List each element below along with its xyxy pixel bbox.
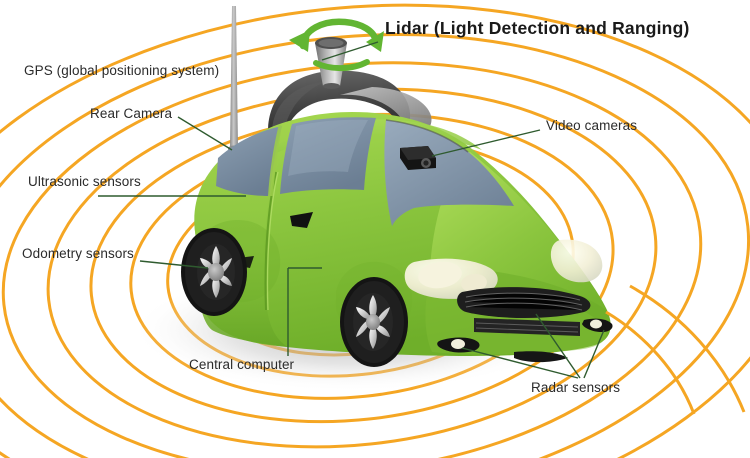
leader-radar-3 — [583, 329, 605, 379]
sensor-wave-rings-front — [605, 284, 746, 415]
leader-odometry — [139, 260, 209, 269]
leader-video-cameras — [431, 129, 541, 157]
antenna-icon — [228, 6, 240, 153]
wheel-icon — [340, 277, 408, 367]
label-gps: GPS (global positioning system) — [24, 63, 220, 78]
leader-radar-1 — [461, 347, 579, 379]
label-radar-sensors: Radar sensors — [531, 380, 621, 395]
label-central-computer: Central computer — [189, 357, 295, 372]
leader-radar-2 — [535, 313, 581, 379]
label-lidar: Lidar (Light Detection and Ranging) — [385, 18, 690, 38]
headlight-icon — [404, 239, 603, 299]
camera-box-icon — [400, 146, 436, 170]
fog-light-icon — [437, 318, 613, 363]
leader-rear-camera — [177, 116, 233, 151]
label-video-cameras: Video cameras — [546, 118, 638, 133]
label-ultrasonic-sensors: Ultrasonic sensors — [28, 174, 141, 189]
car-windows — [216, 117, 514, 226]
rotation-arrow-icon — [289, 18, 384, 72]
leader-lidar — [321, 41, 379, 61]
grille-icon — [457, 287, 591, 336]
label-odometry-sensors: Odometry sensors — [22, 246, 134, 261]
wheel-icon — [181, 228, 247, 316]
leader-lines — [98, 41, 605, 379]
label-rear-camera: Rear Camera — [90, 106, 173, 121]
